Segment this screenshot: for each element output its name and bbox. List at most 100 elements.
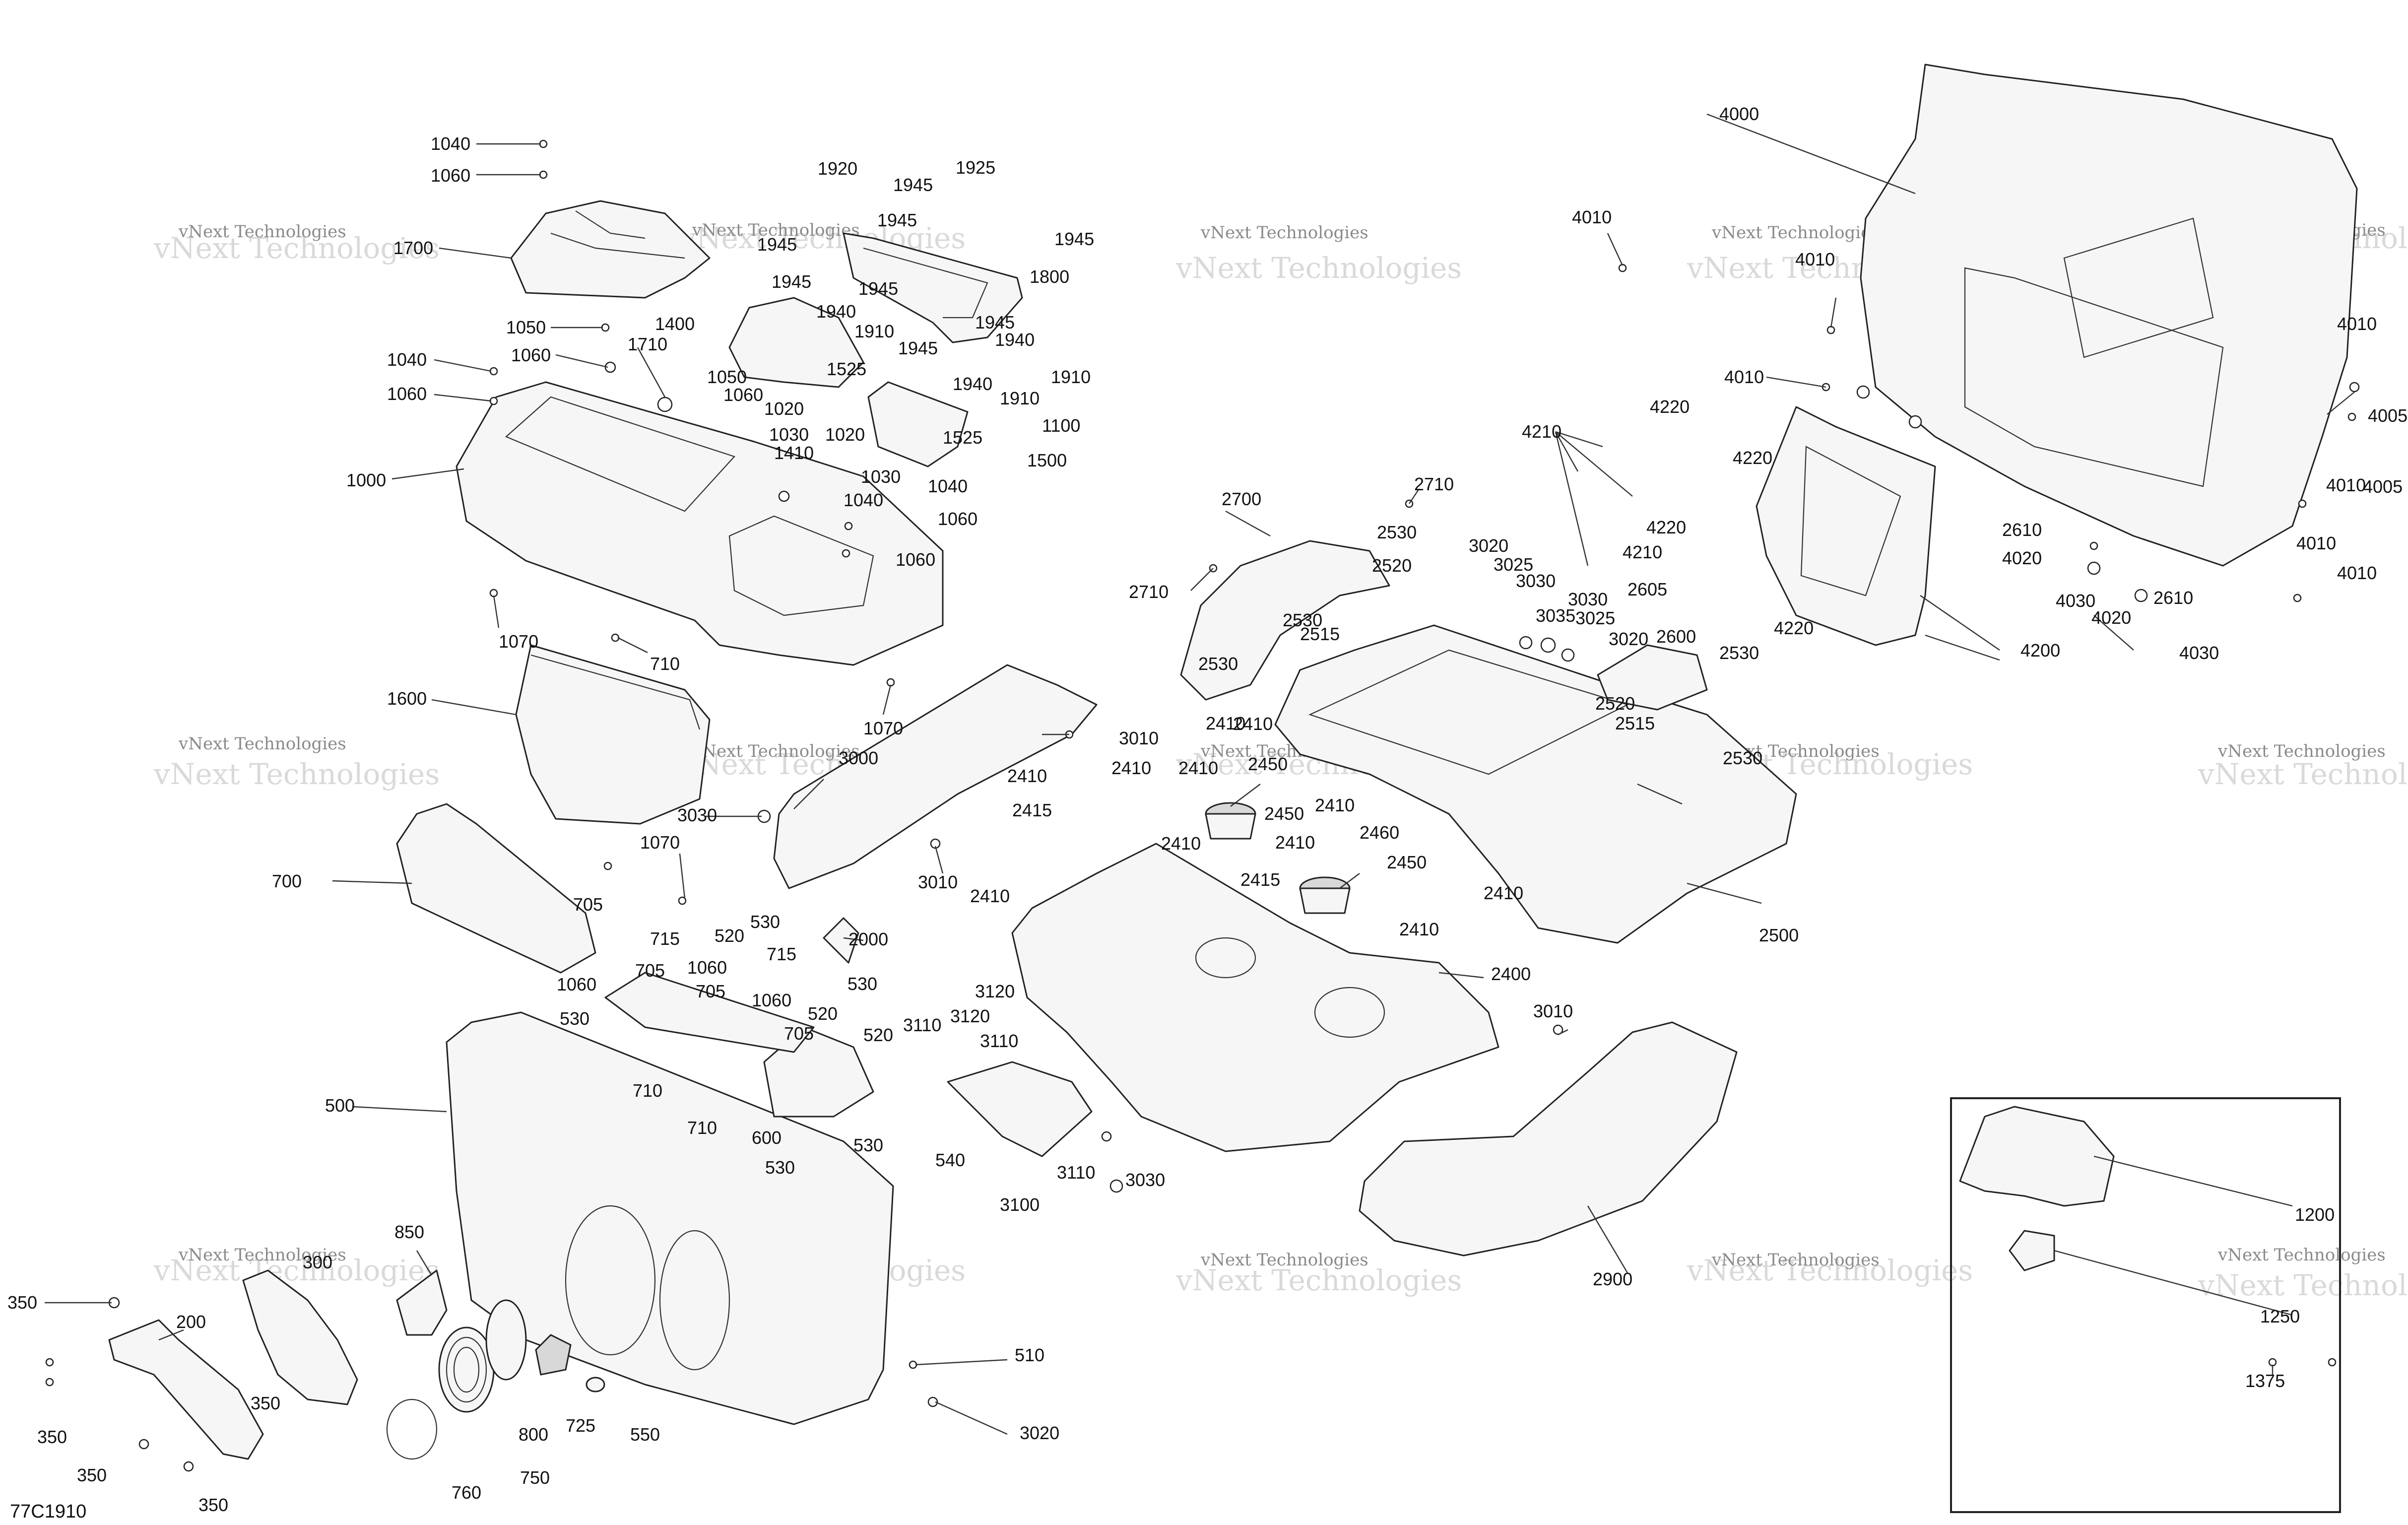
callout-4210: 4210 [1623, 542, 1662, 562]
callout-3010: 3010 [1119, 728, 1159, 748]
svg-text:vNext Technologies: vNext Technologies [1175, 251, 1462, 285]
fastener [2293, 594, 2302, 602]
callout-2530: 2530 [1723, 748, 1762, 768]
part-3000-tunnel [773, 664, 1098, 889]
callout-1200: 1200 [2295, 1204, 2335, 1225]
part-2500-detail [1308, 649, 1629, 775]
part-2900-rocker [1359, 1021, 1738, 1257]
part-3100-bracket [947, 1061, 1093, 1157]
callout-3010: 3010 [1533, 1001, 1573, 1021]
part-725-grille [535, 1334, 572, 1376]
callout-2410: 2410 [1178, 758, 1218, 778]
callout-1060: 1060 [511, 345, 551, 365]
callout-3020: 3020 [1609, 629, 1648, 649]
callout-2410: 2410 [1161, 833, 1201, 854]
callout-1070: 1070 [863, 718, 903, 738]
part-1800-detail [863, 247, 988, 319]
fastener [842, 549, 850, 558]
callout-1050: 1050 [506, 317, 546, 337]
callout-850: 850 [394, 1222, 424, 1242]
callout-1400: 1400 [655, 314, 695, 334]
callout-4220: 4220 [1646, 517, 1686, 537]
callout-3030: 3030 [1568, 589, 1608, 609]
callout-4010: 4010 [1572, 207, 1612, 227]
callout-350: 350 [7, 1292, 37, 1313]
part-500-firewall [446, 1011, 894, 1425]
callout-1060: 1060 [687, 957, 727, 978]
fastener [1856, 385, 1870, 399]
callout-715: 715 [767, 944, 796, 964]
fastener [601, 323, 610, 332]
callout-3010: 3010 [918, 872, 958, 892]
fastener [539, 170, 548, 179]
watermark: vNext Technologies vNext Technologies [153, 222, 440, 265]
fastener [1908, 415, 1922, 429]
fastener [2328, 1358, 2337, 1367]
callout-1020: 1020 [764, 398, 804, 419]
part-2600-tray [1597, 644, 1708, 711]
callout-705: 705 [696, 981, 725, 1001]
callout-2410: 2410 [1315, 795, 1355, 815]
fastener [1101, 1131, 1112, 1142]
diagram-code: 77C1910 [10, 1501, 86, 1522]
part-1000-pocket [728, 515, 874, 616]
fastener [2349, 382, 2360, 393]
callout-530: 530 [560, 1008, 589, 1029]
fastener [778, 490, 790, 502]
callout-1600: 1600 [387, 688, 427, 709]
callout-705: 705 [784, 1023, 814, 1044]
watermark: vNext Technologies vNext Technologies [153, 1245, 440, 1287]
callout-3120: 3120 [950, 1006, 990, 1026]
callout-4030: 4030 [2056, 591, 2095, 611]
callout-4220: 4220 [1774, 618, 1814, 638]
callout-1250: 1250 [2260, 1306, 2300, 1326]
callout-2410: 2410 [1233, 714, 1273, 734]
part-4200-panel [1756, 406, 1936, 646]
callout-1945: 1945 [975, 312, 1015, 332]
fastener [611, 633, 620, 642]
fastener [183, 1461, 194, 1472]
fastener [1561, 648, 1575, 662]
callout-1410: 1410 [774, 443, 814, 463]
part-500-opening [565, 1205, 656, 1356]
callout-4020: 4020 [2002, 548, 2042, 568]
callout-4005: 4005 [2363, 476, 2403, 497]
fastener [489, 367, 498, 376]
callout-4200: 4200 [2020, 640, 2060, 661]
part-1600-rim [530, 654, 701, 730]
part-2450-cap [1299, 876, 1351, 914]
fastener [657, 397, 673, 412]
watermark: vNext Technologies vNext Technologies [153, 734, 440, 791]
fastener [1618, 264, 1627, 272]
part-1400-trim [728, 297, 864, 388]
callout-2450: 2450 [1248, 754, 1288, 774]
callout-1710: 1710 [628, 334, 667, 354]
fastener [489, 397, 498, 405]
callout-1040: 1040 [387, 349, 427, 370]
svg-text:vNext Technologies: vNext Technologies [2198, 1268, 2408, 1302]
callout-3020: 3020 [1020, 1423, 1059, 1443]
callout-2605: 2605 [1627, 579, 1667, 599]
svg-text:vNext Technologies: vNext Technologies [1687, 1254, 1973, 1287]
part-4000-cargo-box [1860, 64, 2358, 567]
callout-1000: 1000 [346, 470, 386, 490]
svg-text:vNext Technologies: vNext Technologies [679, 221, 966, 255]
callout-4220: 4220 [1733, 448, 1772, 468]
part-4000-opening [1964, 267, 2224, 487]
callout-2530: 2530 [1719, 643, 1759, 663]
callout-1500: 1500 [1027, 450, 1067, 470]
callout-1945: 1945 [877, 210, 917, 230]
fastener [678, 896, 687, 905]
callout-2400: 2400 [1491, 964, 1531, 984]
callout-1525: 1525 [943, 427, 982, 448]
callout-715: 715 [650, 928, 680, 949]
part-2000-clip [823, 917, 859, 964]
callout-350: 350 [198, 1495, 228, 1515]
callout-2710: 2710 [1414, 474, 1454, 494]
callout-4020: 4020 [2091, 607, 2131, 628]
callout-3030: 3030 [1516, 571, 1556, 591]
callout-2450: 2450 [1264, 803, 1304, 824]
callout-520: 520 [863, 1025, 893, 1045]
callout-1375: 1375 [2245, 1371, 2285, 1391]
callout-1060: 1060 [387, 384, 427, 404]
